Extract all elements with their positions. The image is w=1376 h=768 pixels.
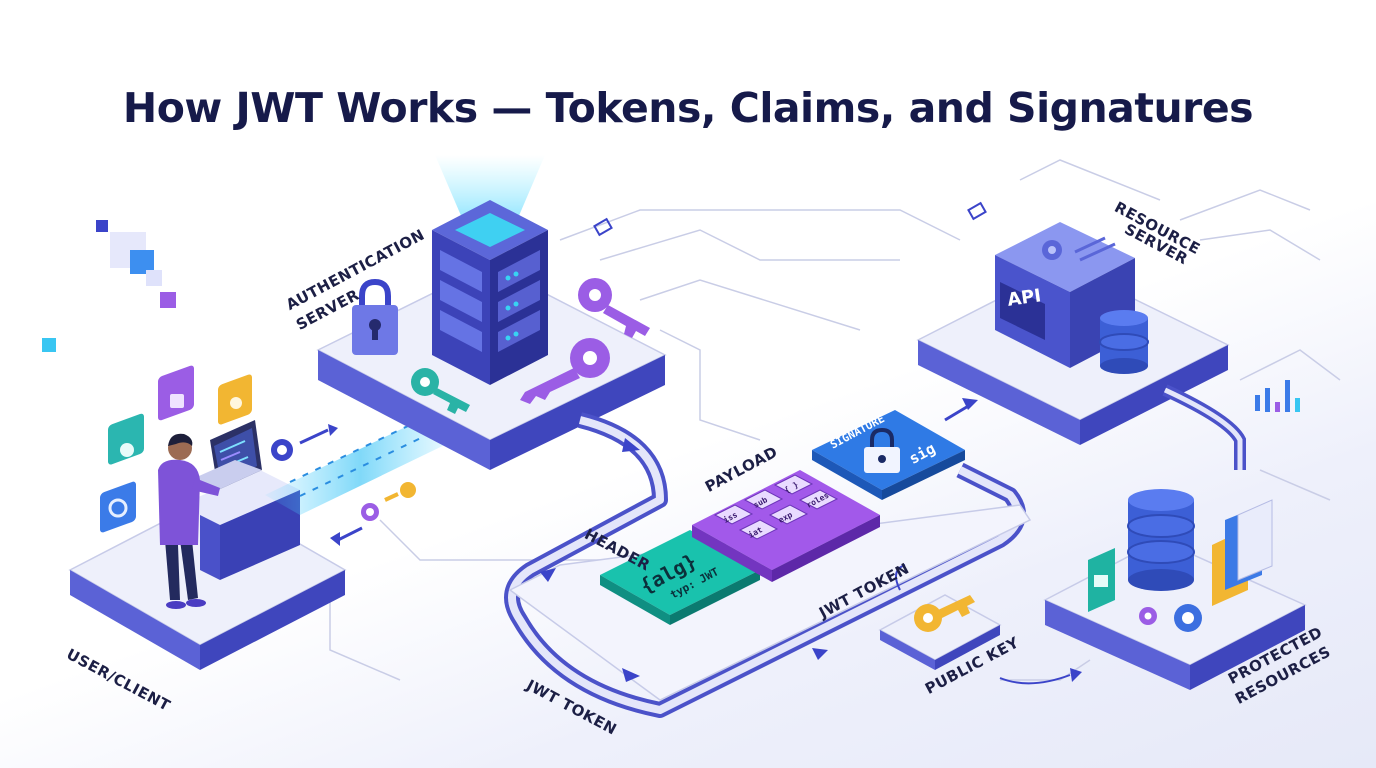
database-stack-icon <box>1127 489 1195 591</box>
diagram-title: How JWT Works — Tokens, Claims, and Sign… <box>122 84 1254 132</box>
signature-card <box>812 410 965 500</box>
gears-icon <box>1139 604 1202 632</box>
key-teal-icon <box>411 368 470 414</box>
folder-icon <box>1212 499 1273 606</box>
key-purple-top-icon <box>578 278 650 338</box>
laptop-icon <box>190 420 262 490</box>
key-purple-bottom-icon <box>520 338 610 404</box>
decor-squares <box>42 201 987 352</box>
locked-file-icon <box>1088 548 1115 612</box>
key-link-arrow <box>895 564 906 591</box>
floating-client-icons <box>100 365 293 533</box>
track-arrows <box>540 398 978 682</box>
api-server-box <box>995 222 1135 368</box>
desk <box>180 470 300 580</box>
server-glow <box>435 155 545 225</box>
gear-key-icons <box>361 482 416 521</box>
payload-card <box>692 470 880 582</box>
jwt-track <box>504 412 1032 718</box>
data-beam <box>265 420 455 546</box>
padlock-icon <box>352 278 398 355</box>
bar-chart-decor <box>1255 380 1300 412</box>
public-key-icon <box>914 595 975 632</box>
server-tower-icon <box>432 200 548 385</box>
user-person-icon <box>158 433 220 609</box>
resource-arrow <box>999 674 1071 685</box>
database-resource-icon <box>1099 310 1149 374</box>
